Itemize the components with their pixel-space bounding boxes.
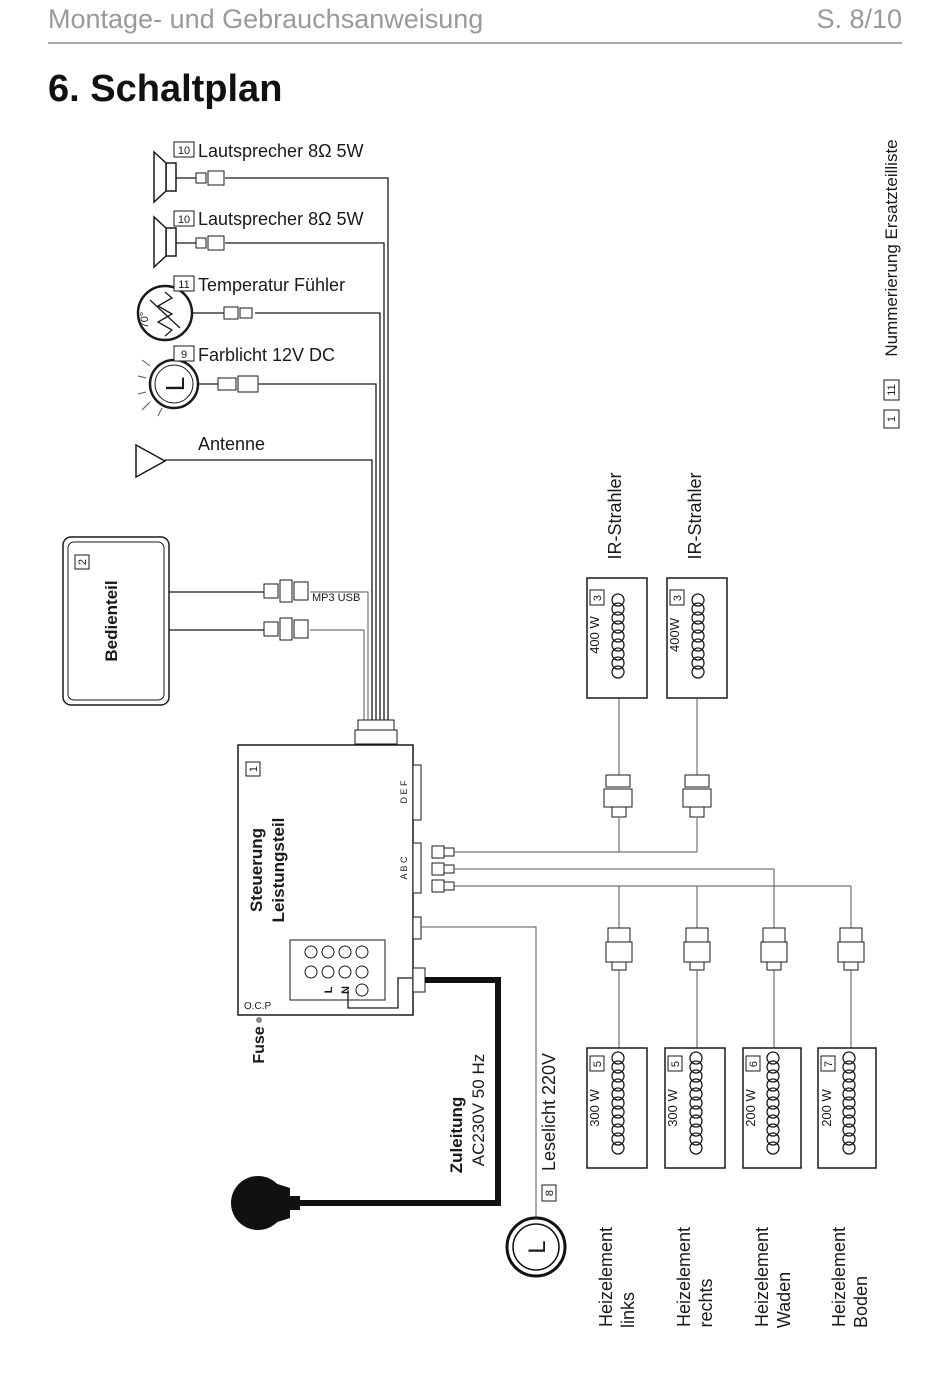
power-supply-cable: Zuleitung AC230V 50 Hz — [231, 977, 501, 1230]
temperature-value: 70° — [139, 312, 151, 329]
temperature-label: Temperatur Fühler — [198, 275, 345, 295]
heating-right-watt: 300 W — [665, 1088, 680, 1126]
color-light: L 9 Farblicht 12V DC — [137, 345, 335, 417]
speaker-2: 10 Lautsprecher 8Ω 5W — [153, 209, 364, 269]
antenna: Antenne — [135, 434, 265, 479]
page-number: S. 8/10 — [816, 4, 902, 34]
heating-right-number: 5 — [670, 1061, 682, 1067]
color-light-symbol: L — [160, 377, 190, 391]
terminal-screws — [304, 945, 369, 997]
control-panel: 2 Bedienteil MP3 USB — [62, 536, 360, 706]
controller-unit: 1 Steuerung Leistungsteil D E F A B C L … — [237, 744, 426, 1016]
heating-floor-watt: 200 W — [819, 1088, 834, 1126]
temperature-sensor: 70° 11 Temperatur Fühler — [136, 275, 345, 342]
heating-left-label-1: Heizelement — [596, 1227, 616, 1327]
reading-light-label: Leselicht 220V — [539, 1053, 559, 1171]
speaker-2-label: Lautsprecher 8Ω 5W — [198, 209, 364, 229]
heating-left-label-2: links — [618, 1292, 638, 1328]
ir-heater-1-watt: 400 W — [587, 615, 602, 653]
heating-element-left: 5 300 W Heizelement links — [586, 927, 648, 1328]
heating-calves-watt: 200 W — [743, 1088, 758, 1126]
reading-light-number: 8 — [544, 1190, 556, 1196]
ports-def-label: D E F — [399, 780, 409, 804]
reading-light-symbol: L — [524, 1240, 551, 1253]
legend-badge-from: 1 — [886, 416, 898, 422]
cable-bundle — [165, 177, 389, 720]
heating-element-floor: 7 200 W Heizelement Boden — [817, 927, 877, 1328]
terminal-n-label: N — [340, 986, 352, 994]
ir-heater-2-number: 3 — [672, 595, 684, 601]
ocp-label: O.C.P — [244, 1001, 272, 1012]
cable-gland — [354, 719, 398, 745]
heating-element-calves: 6 200 W Heizelement Waden — [742, 927, 802, 1328]
heating-floor-label-2: Boden — [851, 1276, 871, 1328]
section-title: 6. Schaltplan — [48, 68, 283, 110]
mp3-usb-port-label: MP3 USB — [312, 592, 360, 604]
temperature-number: 11 — [178, 279, 189, 291]
abc-wires — [431, 818, 852, 928]
supply-label-2: AC230V 50 Hz — [469, 1054, 488, 1166]
fuse-label: Fuse — [251, 1026, 268, 1063]
controller-label-2: Leistungsteil — [269, 818, 288, 923]
antenna-label: Antenne — [198, 434, 265, 454]
ir-heater-2: 3 400W IR-Strahler — [666, 472, 728, 818]
terminal-l-label: L — [323, 986, 335, 993]
control-panel-label: Bedienteil — [102, 580, 121, 661]
heating-calves-label-2: Waden — [774, 1272, 794, 1328]
color-light-number: 9 — [181, 349, 187, 361]
legend: 1 11 Nummerierung Ersatzteilliste — [882, 139, 901, 429]
fuse: Fuse — [251, 1017, 268, 1064]
speaker-1-label: Lautsprecher 8Ω 5W — [198, 141, 364, 161]
ir-heater-2-watt: 400W — [667, 617, 682, 652]
heating-floor-label-1: Heizelement — [829, 1227, 849, 1327]
ir-heater-1-label: IR-Strahler — [605, 472, 625, 559]
reading-light: L 8 Leselicht 220V — [421, 926, 567, 1278]
heating-left-number: 5 — [592, 1061, 604, 1067]
heating-floor-number: 7 — [823, 1061, 835, 1067]
ports-abc-label: A B C — [399, 856, 409, 880]
ir-heater-2-label: IR-Strahler — [685, 472, 705, 559]
controller-label-1: Steuerung — [247, 828, 266, 912]
heating-calves-label-1: Heizelement — [752, 1227, 772, 1327]
heating-element-right: 5 300 W Heizelement rechts — [664, 927, 726, 1328]
ir-heater-1-number: 3 — [592, 595, 604, 601]
ir-heater-1: 3 400 W IR-Strahler — [586, 472, 648, 818]
document-title: Montage- und Gebrauchsanweisung — [48, 4, 484, 34]
speaker-1: 10 Lautsprecher 8Ω 5W — [153, 141, 364, 204]
header-divider — [48, 42, 902, 44]
heating-left-watt: 300 W — [587, 1088, 602, 1126]
legend-badge-to: 11 — [886, 384, 898, 395]
speaker-1-number: 10 — [178, 145, 190, 157]
heating-right-label-2: rechts — [696, 1278, 716, 1327]
color-light-label: Farblicht 12V DC — [198, 345, 335, 365]
heating-calves-number: 6 — [748, 1061, 760, 1067]
speaker-2-number: 10 — [178, 214, 190, 226]
controller-number: 1 — [248, 766, 260, 772]
supply-label-1: Zuleitung — [447, 1097, 466, 1173]
heating-right-label-1: Heizelement — [674, 1227, 694, 1327]
legend-text: Nummerierung Ersatzteilliste — [882, 139, 901, 356]
control-panel-number: 2 — [77, 559, 89, 565]
